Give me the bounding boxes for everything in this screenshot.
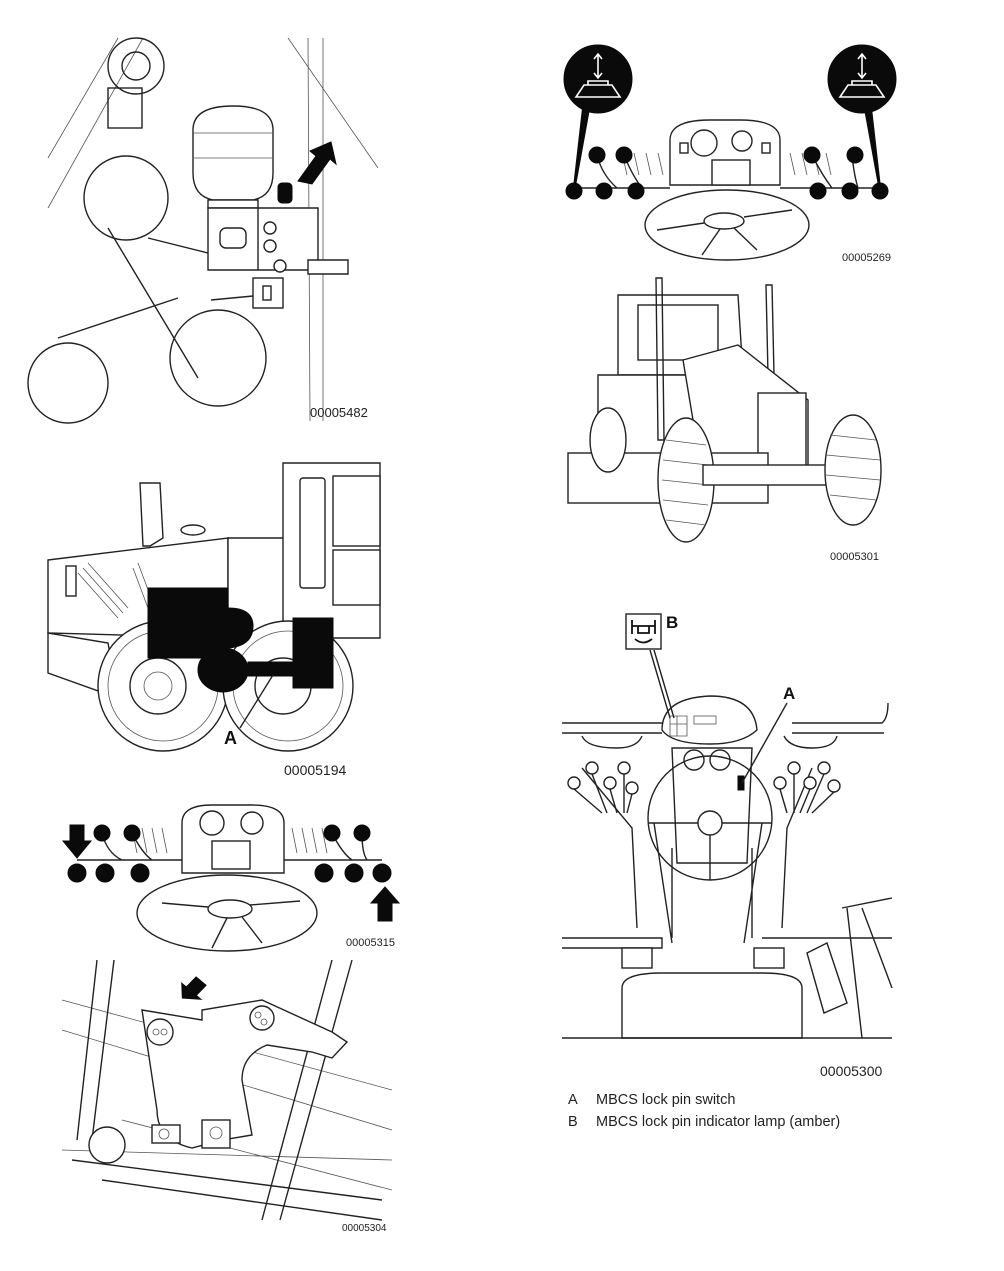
arrow-pointer-icon (61, 824, 93, 859)
callout-label-a: A (783, 684, 796, 703)
legend-item: B MBCS lock pin indicator lamp (amber) (568, 1111, 840, 1133)
mbcs-lock-pin-lamp-icon (625, 613, 662, 650)
legend-text: MBCS lock pin switch (596, 1092, 736, 1108)
figure-number: 00005300 (820, 1063, 883, 1079)
grader-front-illustration (567, 277, 882, 543)
figure-number: 00005269 (842, 252, 891, 264)
cab-interior-illustration (562, 649, 893, 1039)
control-levers-illustration (67, 804, 392, 952)
figure-control-levers-lower-arrows: 00005315 (61, 803, 407, 952)
figure-number: 00005194 (284, 762, 347, 778)
legend-text: MBCS lock pin indicator lamp (amber) (596, 1114, 841, 1130)
blade-lift-symbol-icon (563, 44, 633, 114)
figure-number: 00005304 (342, 1223, 387, 1234)
arrow-pointer-icon (181, 976, 207, 1000)
grader-side-illustration (47, 462, 381, 752)
right-lever-bank (773, 761, 841, 814)
callout-label-a: A (224, 728, 237, 748)
legend-item: A MBCS lock pin switch (568, 1089, 840, 1111)
blade-lift-symbol-icon (827, 44, 897, 114)
left-lever-bank (567, 761, 639, 814)
figure-legend: A MBCS lock pin switch B MBCS lock pin i… (568, 1089, 840, 1133)
arrow-pointer-icon (297, 141, 337, 185)
callout-label-b: B (666, 613, 679, 632)
figure-control-levers-blade-lift-symbols: 00005269 (562, 44, 902, 270)
arrow-pointer-icon (369, 886, 401, 922)
figure-moldboard-lift-linkage: 00005304 (61, 959, 400, 1238)
legend-key: B (568, 1114, 578, 1130)
accumulator-illustration (27, 37, 379, 424)
figure-grader-front-view: 00005301 (567, 275, 900, 565)
legend-key: A (568, 1092, 578, 1108)
figure-accumulator-valve-block: 00005482 (27, 37, 379, 424)
figure-engine-driveline-side-view: A 00005194 (47, 458, 381, 783)
figure-number: 00005301 (830, 551, 879, 563)
figure-number: 00005315 (346, 937, 395, 949)
control-levers-illustration (565, 94, 889, 261)
figure-cab-interior-mbcs: B A 00005300 (562, 608, 893, 1079)
figure-number: 00005482 (310, 405, 368, 420)
linkage-illustration (61, 959, 393, 1221)
